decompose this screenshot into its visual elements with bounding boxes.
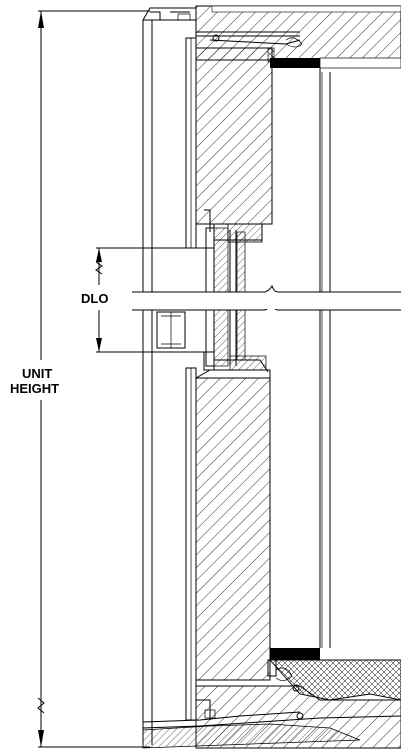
arrow-up-icon <box>38 11 44 28</box>
section-break-lines <box>132 284 401 311</box>
arrow-down-icon <box>38 730 44 747</box>
unit-label: UNIT <box>22 366 52 381</box>
lower-sash <box>185 367 320 721</box>
upper-sash <box>185 37 320 249</box>
dlo-arrow-down-icon <box>96 338 102 352</box>
dlo-arrow-up-icon <box>96 248 102 262</box>
dlo-dimension <box>95 247 214 353</box>
sill <box>142 659 401 749</box>
unit-height-dimension <box>37 10 150 748</box>
meeting-rail <box>156 227 269 373</box>
outer-frame-left <box>142 7 197 745</box>
dlo-label: DLO <box>81 291 108 306</box>
top-seal <box>270 58 320 68</box>
bottom-seal <box>270 648 320 660</box>
height-label: HEIGHT <box>10 381 59 396</box>
glass-panel <box>319 68 331 648</box>
